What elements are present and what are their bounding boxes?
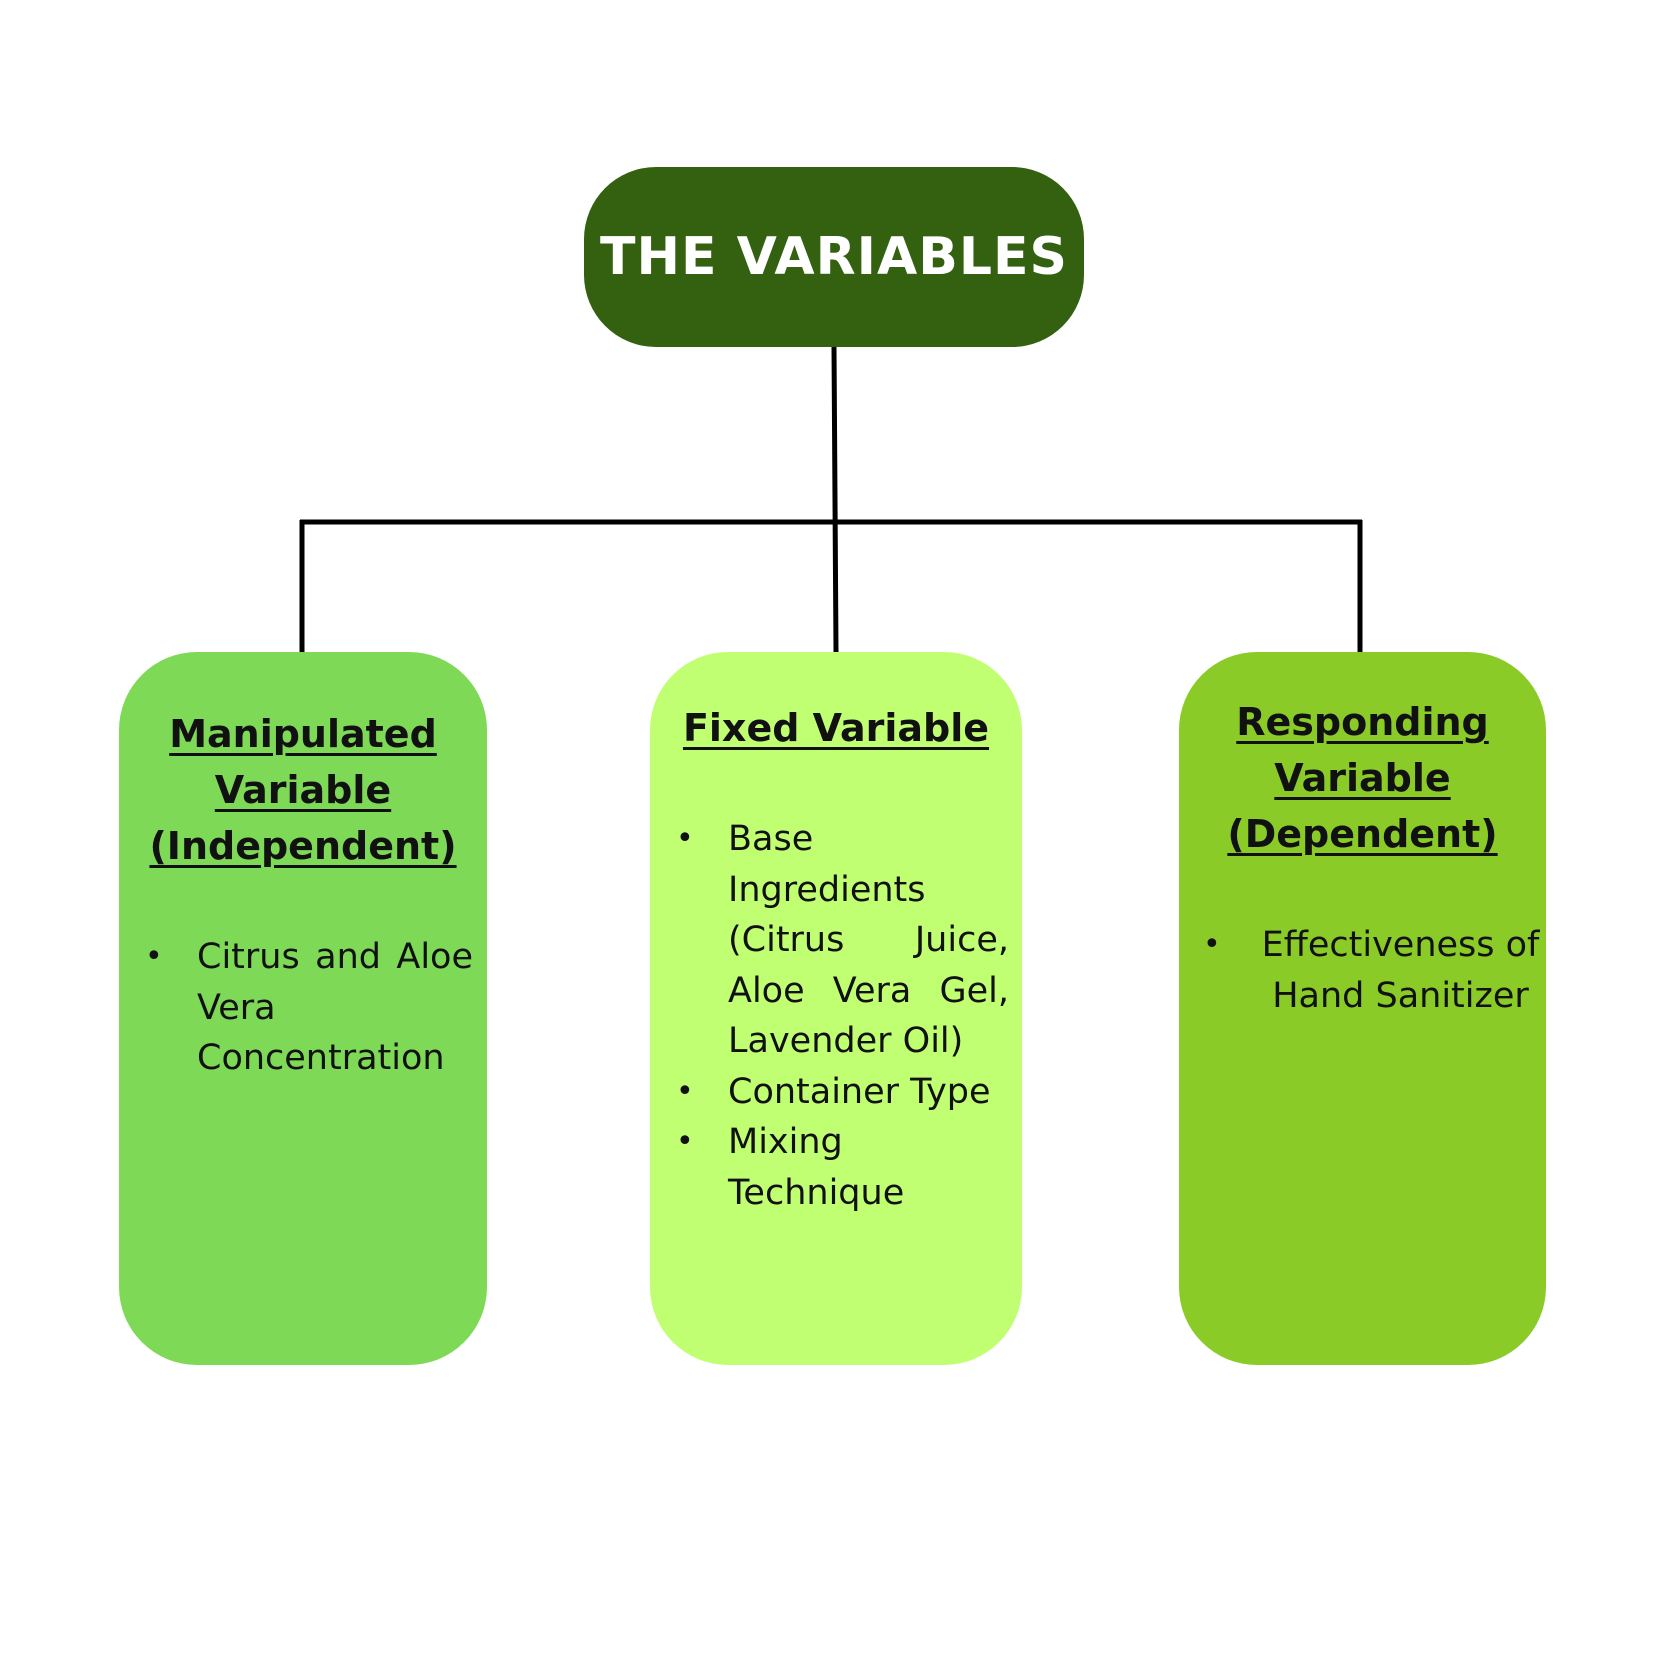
list-item: • Container Type xyxy=(676,1067,1009,1118)
bullet-icon: • xyxy=(676,1073,694,1109)
fixed-variable-box: Fixed Variable • Base Ingredients (Citru… xyxy=(650,652,1022,1365)
fixed-variable-heading: Fixed Variable xyxy=(682,706,990,750)
list-item: • Base Ingredients (Citrus Juice, Aloe V… xyxy=(676,814,1009,1067)
responding-variable-heading: Responding Variable (Dependent) xyxy=(1227,700,1498,856)
bullet-icon: • xyxy=(145,939,163,974)
list-item: • Citrus and Aloe Vera Concentration xyxy=(145,932,473,1084)
responding-variable-list: • Effectiveness of Hand Sanitizer xyxy=(1203,920,1540,1021)
list-item: • Mixing Technique xyxy=(676,1117,1009,1218)
trunk-line xyxy=(831,346,839,653)
manipulated-variable-heading: Manipulated Variable (Independent) xyxy=(149,712,457,868)
list-item-text: Container Type xyxy=(728,1071,991,1112)
bullet-icon: • xyxy=(676,821,694,856)
root-node: THE VARIABLES xyxy=(584,167,1084,347)
manipulated-variable-list: • Citrus and Aloe Vera Concentration xyxy=(145,932,473,1084)
bullet-icon: • xyxy=(1203,927,1221,962)
manipulated-variable-box: Manipulated Variable (Independent) • Cit… xyxy=(119,652,487,1365)
fixed-variable-list: • Base Ingredients (Citrus Juice, Aloe V… xyxy=(676,814,1009,1218)
list-item-text: Mixing Technique xyxy=(728,1122,905,1213)
bullet-icon: • xyxy=(676,1124,694,1159)
list-item-text: Citrus and Aloe Vera Concentration xyxy=(197,937,473,1078)
list-item-text: Effectiveness of Hand Sanitizer xyxy=(1261,925,1540,1016)
list-item: • Effectiveness of Hand Sanitizer xyxy=(1203,920,1540,1021)
responding-variable-box: Responding Variable (Dependent) • Effect… xyxy=(1179,652,1546,1365)
root-title: THE VARIABLES xyxy=(600,227,1068,287)
list-item-text: Base Ingredients (Citrus Juice, Aloe Ver… xyxy=(728,819,1009,1061)
